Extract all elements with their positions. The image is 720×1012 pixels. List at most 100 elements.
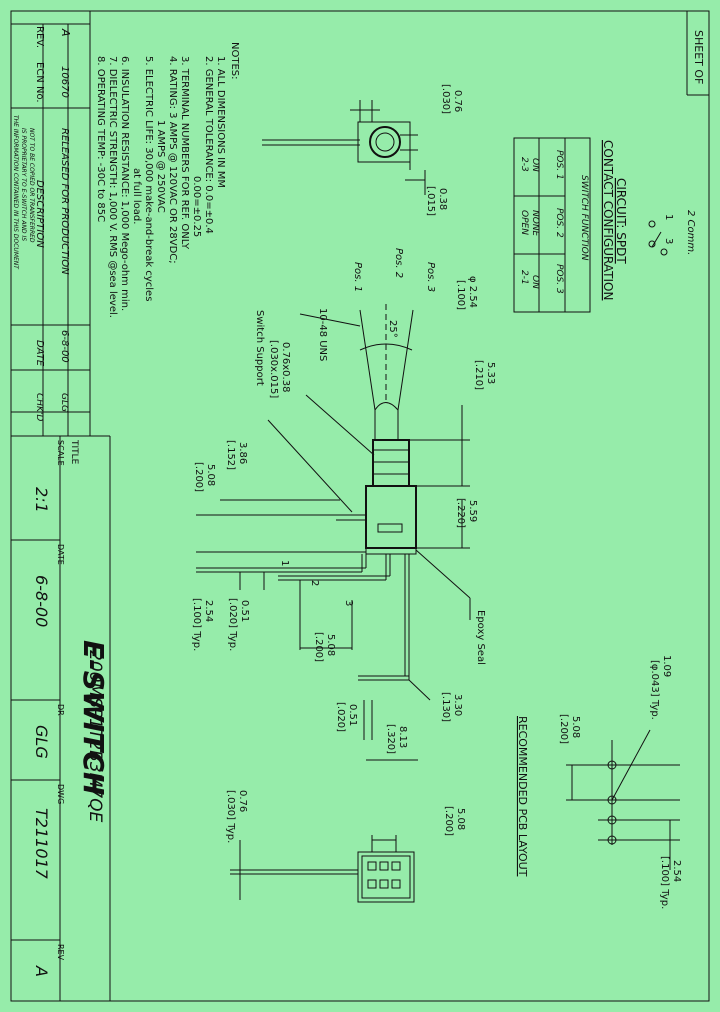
dim-533: 5.33 (485, 362, 496, 384)
dwg-label: DWG (56, 784, 65, 804)
dim-051a: 0.51 (239, 600, 250, 622)
label-pos2: Pos. 2 (393, 248, 404, 278)
dim-254b-in: [.100] Typ. (191, 598, 202, 651)
rev-row-rev: A (59, 28, 72, 37)
rev-header-date: DATE (34, 340, 45, 367)
dim-051b: 0.51 (347, 704, 358, 726)
circuit-term-1: 1 (663, 214, 674, 220)
table-r1-c1: ON (530, 158, 540, 172)
dim-051b-in: [.020] (335, 702, 346, 732)
dim-386: 3.86 (237, 442, 248, 464)
dim-051a-in: [.020] Typ. (227, 598, 238, 651)
side-view (196, 300, 417, 681)
table-r1-c2: NONE (530, 210, 540, 237)
dim-559: 5.59 (467, 500, 478, 522)
note-7: 7. DIELECTRIC STRENGTH: 1,000 V. RMS @se… (107, 56, 118, 318)
table-r1-c3: ON (530, 275, 540, 289)
dim-support-in: [.030x.015] (268, 340, 279, 398)
pcb-hole-in: [φ.043] Typ. (649, 660, 660, 720)
label-pos1: Pos. 1 (352, 262, 363, 292)
terminal-2: 2 (309, 580, 320, 586)
sheet-label: SHEET OF (692, 30, 705, 84)
dim-076-top-in: [.030] (440, 84, 451, 114)
pcb-layout: RECOMMENDED PCB LAYOUT 1.09 [φ.043] Typ.… (516, 655, 682, 909)
label-switch-support: Switch Support (254, 310, 265, 386)
disclaimer-1: THE INFORMATION CONTAINED IN THIS DOCUME… (12, 115, 19, 270)
dim-813-in: [.320] (385, 724, 396, 754)
notes-heading: NOTES: (229, 42, 240, 80)
dwg-value: T211017 (32, 808, 51, 880)
rev-value: A (32, 965, 51, 977)
dr-label: DR (56, 704, 65, 716)
note-5b: at full load. (131, 168, 142, 224)
date-value: 6-8-00 (32, 575, 51, 627)
notes: NOTES: 1. ALL DIMENSIONS IN MM 2. GENERA… (95, 42, 240, 318)
top-view (262, 100, 426, 195)
dim-038: 0.38 (437, 188, 448, 210)
circuit-label: CIRCUIT: SPDT (614, 178, 628, 264)
note-2b: 0.00=±0.25 (191, 176, 202, 237)
dim-254-dia: φ 2.54 (467, 276, 478, 308)
circuit-diagram: 2 Comm. 1 3 (648, 210, 696, 256)
pcb-pitch-v-in: [.200] (558, 714, 569, 744)
table-r2-c2: OPEN (519, 210, 529, 235)
dim-254-dia-in: [.100] (455, 280, 466, 310)
note-6: 6. INSULATION RESISTANCE: 1,000 Mego-ohm… (119, 56, 130, 311)
rev-header-rev: REV. (34, 26, 45, 48)
dim-508a: 5.08 (205, 464, 216, 486)
dim-508b: 5.08 (325, 634, 336, 656)
top-dims: 0.76 [.030] 0.38 [.015] (425, 84, 463, 216)
note-3: 3. TERMINAL NUMBERS FOR REF. ONLY (179, 56, 190, 250)
dr-value: GLG (32, 725, 51, 759)
note-5: 5. ELECTRIC LIFE: 30,000 make-and-break … (143, 56, 154, 301)
rev-row-chkd: GLG (59, 393, 69, 412)
bottom-dims: 0.76 [.030] Typ. 5.08 [.200] (225, 790, 466, 843)
dim-508b-in: [.200] (313, 632, 324, 662)
terminal-3: 3 (343, 600, 354, 606)
dim-559-in: [.220] (455, 498, 466, 528)
dim-508a-in: [.200] (193, 462, 204, 492)
config-label: CONTACT CONFIGURATION (601, 140, 615, 300)
dim-533-in: [.210] (473, 360, 484, 390)
scale-value: 2:1 (32, 487, 51, 513)
note-4: 4. RATING: 3 AMPS @ 120VAC OR 28VDC; (167, 56, 178, 264)
note-8: 8. OPERATING TEMP: -30C to 85C (95, 56, 106, 222)
rev-row-date: 6-8-00 (59, 330, 70, 363)
label-thread: 10-48 UNS (317, 308, 328, 361)
rev-row-desc: RELEASED FOR PRODUCTION (59, 128, 70, 275)
note-4b: 1 AMPS @ 250VAC (155, 120, 166, 213)
terminal-1: 1 (279, 560, 290, 566)
dim-508c-in: [.200] (443, 806, 454, 836)
bottom-view (230, 835, 415, 903)
table-col-pos2: POS. 2 (554, 208, 564, 238)
pcb-pitch-h-in: [.100] Typ. (659, 856, 670, 909)
rev-label: REV (56, 944, 65, 961)
dim-330-in: [.130] (440, 692, 451, 722)
title-label: TITLE (69, 439, 79, 465)
side-dims: φ 2.54 [.100] Pos. 3 Pos. 2 Pos. 1 25° 1… (191, 248, 496, 754)
dim-076-top: 0.76 (452, 90, 463, 112)
switch-function-header: SWITCH FUNCTION (579, 175, 589, 261)
label-pos3: Pos. 3 (425, 262, 436, 292)
company-logo: E-SWITCH (77, 640, 110, 795)
sheet-border (10, 10, 710, 1002)
scale-label: SCALE (56, 440, 65, 466)
dim-076-bot: 0.76 (237, 790, 248, 812)
date-label: DATE (56, 544, 65, 565)
contact-configuration: CIRCUIT: SPDT CONTACT CONFIGURATION SWIT… (513, 137, 628, 313)
dim-813: 8.13 (397, 726, 408, 748)
table-r2-c3: 2-1 (519, 270, 529, 285)
dim-508c: 5.08 (455, 808, 466, 830)
pcb-pitch-h: 2.54 (671, 860, 682, 882)
circuit-term-3: 3 (663, 238, 674, 244)
dim-038-in: [.015] (425, 186, 436, 216)
dim-support: 0.76x0.38 (280, 342, 291, 392)
disclaimer-3: NOT TO BE COPIED OR TRANSFERRED (28, 128, 35, 243)
title-block: TITLE 200MSP1T2B3M7QE SCALE 2:1 DATE 6-8… (11, 435, 111, 1001)
note-1: 1. ALL DIMENSIONS IN MM (215, 56, 226, 188)
pcb-pitch-v: 5.08 (570, 716, 581, 738)
dim-330: 3.30 (452, 694, 463, 716)
label-angle: 25° (387, 320, 398, 338)
rev-row-ecn: 10670 (59, 66, 70, 98)
